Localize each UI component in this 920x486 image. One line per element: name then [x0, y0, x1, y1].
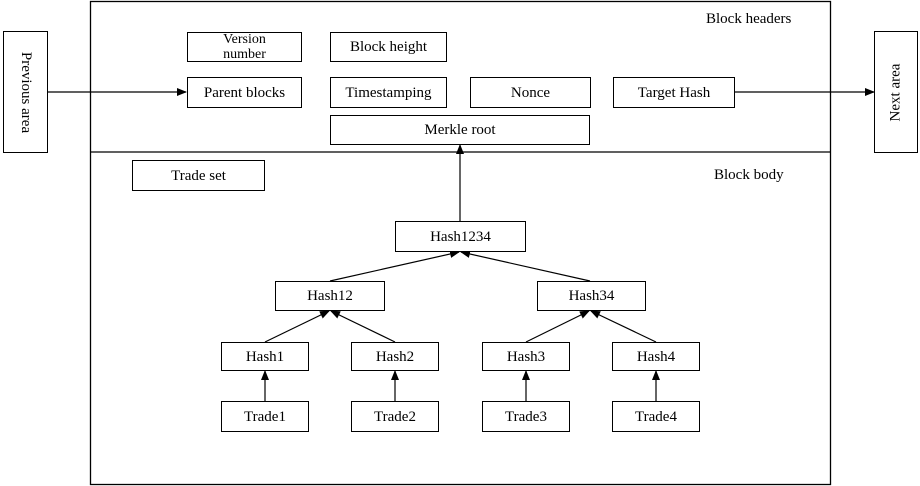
merkle-root-label: Merkle root — [424, 122, 496, 138]
trade4-label: Trade4 — [635, 408, 677, 425]
trade3-box: Trade3 — [482, 401, 570, 432]
trade2-label: Trade2 — [374, 408, 416, 425]
block-height-label: Block height — [349, 39, 428, 55]
parent-blocks-label: Parent blocks — [203, 84, 286, 101]
target-hash-label: Target Hash — [637, 84, 711, 101]
next-area-box: Next area — [874, 31, 918, 153]
hash1234-label: Hash1234 — [430, 228, 491, 245]
trade-set-box: Trade set — [132, 160, 265, 191]
timestamping-label: Timestamping — [345, 84, 432, 101]
merkle-root-box: Merkle root — [330, 115, 590, 145]
arrow-hash34-to-hash1234 — [460, 250, 591, 282]
hash34-label: Hash34 — [568, 288, 615, 304]
hash4-label: Hash4 — [636, 348, 676, 365]
arrow-hash1-to-hash12 — [264, 310, 330, 343]
hash12-box: Hash12 — [275, 281, 385, 311]
trade1-label: Trade1 — [244, 408, 286, 425]
block-frame — [89, 0, 832, 486]
block-height-box: Block height — [330, 32, 447, 62]
version-number-label: Version number — [223, 32, 266, 62]
hash1234-box: Hash1234 — [395, 221, 526, 252]
nonce-label: Nonce — [510, 84, 551, 101]
hash12-label: Hash12 — [307, 288, 353, 304]
hash34-box: Hash34 — [537, 281, 646, 311]
nonce-box: Nonce — [470, 77, 591, 108]
trade-set-label: Trade set — [171, 167, 226, 184]
next-area-label: Next area — [887, 63, 904, 121]
trade3-label: Trade3 — [505, 408, 547, 425]
hash3-label: Hash3 — [506, 348, 546, 365]
target-hash-box: Target Hash — [613, 77, 735, 108]
arrow-hash12-to-hash1234 — [329, 250, 460, 282]
hash4-box: Hash4 — [612, 342, 700, 371]
version-number-box: Version number — [187, 32, 302, 62]
timestamping-box: Timestamping — [330, 77, 447, 108]
block-body-title: Block body — [714, 167, 784, 183]
hash3-box: Hash3 — [482, 342, 570, 371]
hash2-box: Hash2 — [351, 342, 439, 371]
arrow-hash2-to-hash12 — [330, 310, 396, 343]
arrow-hash3-to-hash34 — [525, 310, 590, 343]
block-headers-title: Block headers — [706, 11, 792, 27]
previous-area-box: Previous area — [3, 31, 48, 153]
previous-area-label: Previous area — [18, 51, 34, 133]
trade4-box: Trade4 — [612, 401, 700, 432]
arrow-hash4-to-hash34 — [590, 310, 657, 343]
hash1-box: Hash1 — [221, 342, 309, 371]
hash1-label: Hash1 — [245, 348, 285, 365]
trade2-box: Trade2 — [351, 401, 439, 432]
parent-blocks-box: Parent blocks — [187, 77, 302, 108]
trade1-box: Trade1 — [221, 401, 309, 432]
hash2-label: Hash2 — [375, 348, 415, 365]
